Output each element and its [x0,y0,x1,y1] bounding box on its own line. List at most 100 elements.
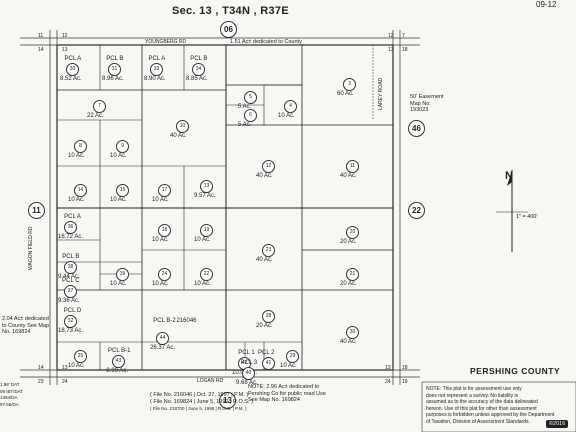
parcel-acreage: 22 Ac. [87,113,104,119]
parcel-number: 29 [286,350,299,363]
parcel-file-note: 216046 [176,318,197,324]
parcel-acreage: 20 Ac. [340,281,357,287]
parcel-acreage: 8.90 Ac. [144,76,166,82]
parcel-label: PCL 3 [240,360,258,366]
road-label-bottom: LOGAN RD [197,378,224,384]
parcel-acreage: 9.68 Ac. [236,380,258,386]
top-dedication-note: 1.51 Ac± dedicated to County [230,39,302,45]
parcel-number: 31 [108,63,121,76]
disclaimer-line: NOTE: This plat is for assessment use on… [426,386,522,392]
corner-bl-a: 14 [38,365,44,371]
road-label-left: WAGON FIELD RD [28,226,34,270]
parcel-label: PCL B [106,56,124,62]
parcel-acreage: 8.99 Ac. [106,368,129,374]
parcel-acreage: 60 Ac. [337,91,354,97]
parcel-number: 17 [158,184,171,197]
parcel-number: 21 [346,268,359,281]
parcel-label: PCL B [190,56,208,62]
parcel-number: 11 [346,160,359,173]
parcel-number: 3 [343,78,356,91]
parcel-number: 37 [64,285,77,298]
corner-bl-c: 23 [38,379,44,385]
parcel-number: 40 [242,367,255,380]
parcel-acreage: 40 Ac. [256,257,273,263]
corner-tl-d: 13 [62,47,68,53]
road-label-top: YOUNGBERG RD [145,39,187,45]
parcel-label: PCL 1 [238,350,255,356]
corner-tr-d: 18 [402,47,408,53]
parcel-number: 7 [93,100,106,113]
parcel-acreage: 9.57 Ac. [194,193,216,199]
parcel-number: 15 [116,184,129,197]
bottom-dedication-note: NOTE: 2.96 Ac± dedicated to Pershing Co … [248,384,326,403]
parcel-number: 4 [284,100,297,113]
section-title: Sec. 13 , T34N , R37E [172,5,289,17]
parcel-label: PCL B [62,254,80,260]
parcel-number: 23 [262,244,275,257]
parcel-acreage: 5 Ac. [238,122,252,128]
parcel-label: PCL A [148,56,166,62]
corner-br-a: 13 [385,365,391,371]
parcel-number: 44 [156,332,169,345]
route-marker-top: 06 [220,21,237,38]
corner-tl-b: 12 [62,33,68,39]
map-scale: 1" = 400' [516,214,538,220]
bottom-left-reference: 1.98' DAT 09 IBT/DAT 1394/DA 97.65/DA [0,382,24,407]
parcel-number: 36 [64,221,77,234]
parcel-number: 24 [158,268,171,281]
corner-tl-a: 11 [38,33,44,39]
parcel-acreage: 40 Ac. [340,339,357,345]
parcel-number: 10 [176,120,189,133]
parcel-acreage: 9.44 Ac. [58,274,80,280]
corner-tr-b: 7 [402,33,405,39]
parcel-number: 42 [238,357,251,370]
parcel-number: 39 [116,268,129,281]
file-reference-3: ( File No. 218700 | June 9, 1998 | R.O.S… [150,406,247,411]
easement-note: 50' Easement Map No. 193023 [410,94,444,113]
file-reference-2: ( File No. 169824 | June 5, 1992 | R.O.S… [150,399,253,405]
corner-br-d: 19 [402,379,408,385]
parcel-acreage: 20 Ac. [340,239,357,245]
parcel-label: PCL A [64,214,81,220]
file-reference-1: ( File No. 216046 | Oct. 27, 1997 | P.M.… [150,392,249,398]
parcel-acreage: 10 Ac. [110,281,127,287]
